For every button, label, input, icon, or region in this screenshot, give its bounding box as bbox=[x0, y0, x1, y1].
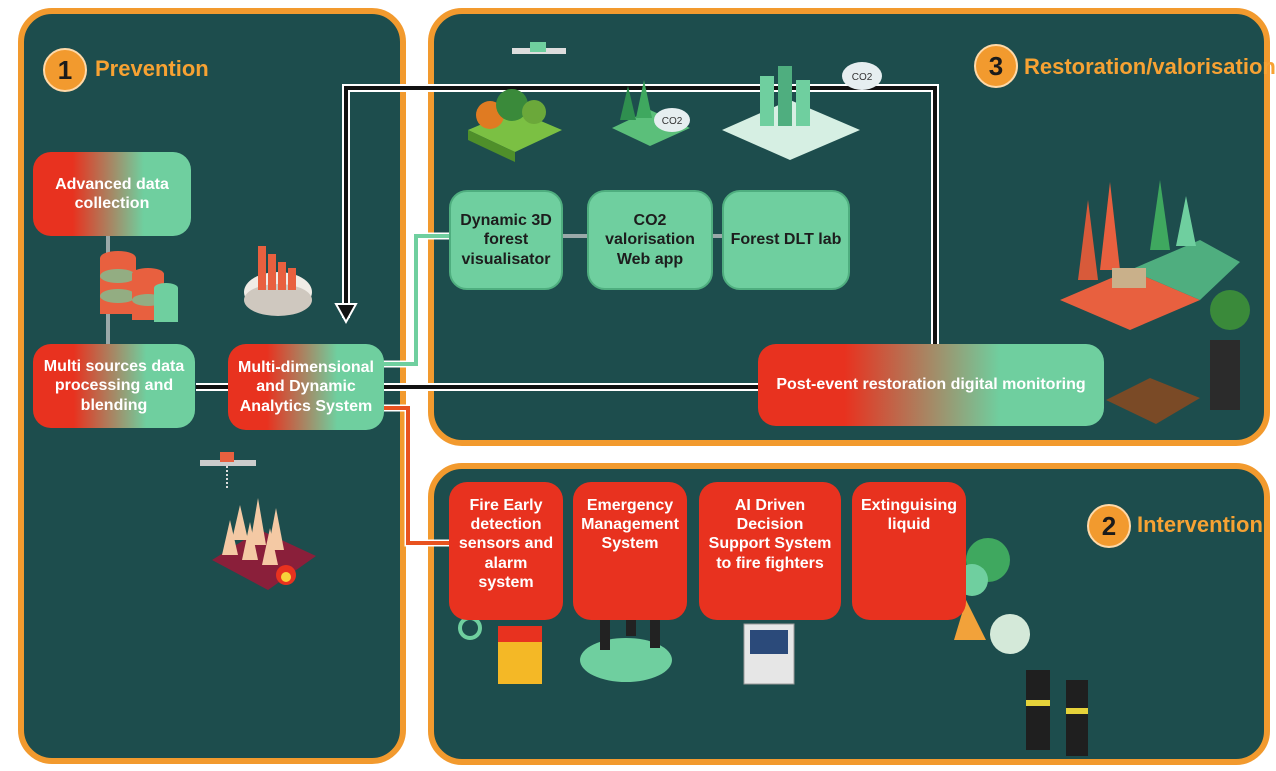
restoration-number-badge: 3 bbox=[974, 44, 1018, 88]
feedback-loop-line bbox=[334, 84, 939, 360]
post-event-monitoring-box: Post-event restoration digital monitorin… bbox=[758, 344, 1104, 426]
drone-fire-icon bbox=[200, 452, 316, 590]
3d-forest-visualisator-box: Dynamic 3D forest visualisator bbox=[449, 190, 563, 290]
data-processing-box: Multi sources data processing and blendi… bbox=[33, 344, 195, 428]
deer-forest-icon bbox=[1060, 180, 1250, 410]
prevention-number-badge: 1 bbox=[43, 48, 87, 92]
analytics-system-box: Multi-dimensional and Dynamic Analytics … bbox=[228, 344, 384, 430]
firefighters-icon bbox=[954, 538, 1088, 756]
soil-icon bbox=[1106, 378, 1200, 424]
database-icon bbox=[100, 251, 178, 322]
intervention-title: Intervention bbox=[1137, 512, 1263, 537]
dlt-lab-icon: CO2 bbox=[722, 62, 882, 160]
intervention-number-badge: 2 bbox=[1087, 504, 1131, 548]
control-panel-icon bbox=[743, 623, 795, 685]
emergency-management-box: Emergency Management System bbox=[573, 482, 687, 620]
restoration-title: Restoration/valorisation bbox=[1024, 54, 1276, 79]
intervention-panel bbox=[428, 463, 1270, 765]
forest-drone-icon bbox=[468, 42, 566, 162]
ai-decision-support-box: AI Driven Decision Support System to fir… bbox=[699, 482, 841, 620]
co2-cloud-label: CO2 bbox=[852, 72, 873, 83]
alarm-sensor-icon bbox=[458, 616, 542, 684]
analytics-chart-icon bbox=[244, 246, 312, 316]
co2-forest-icon: CO2 bbox=[612, 80, 690, 146]
advanced-data-collection-box: Advanced data collection bbox=[33, 152, 191, 236]
co2-cloud-label: CO2 bbox=[662, 116, 683, 127]
forest-dlt-lab-box: Forest DLT lab bbox=[722, 190, 850, 290]
co2-valorisation-app-box: CO2 valorisation Web app bbox=[587, 190, 713, 290]
orange-connector bbox=[382, 404, 450, 547]
extinguishing-liquid-box: Extinguising liquid bbox=[852, 482, 966, 620]
prevention-title: Prevention bbox=[95, 56, 209, 81]
green-connector bbox=[382, 232, 724, 368]
fire-detection-box: Fire Early detection sensors and alarm s… bbox=[449, 482, 563, 620]
